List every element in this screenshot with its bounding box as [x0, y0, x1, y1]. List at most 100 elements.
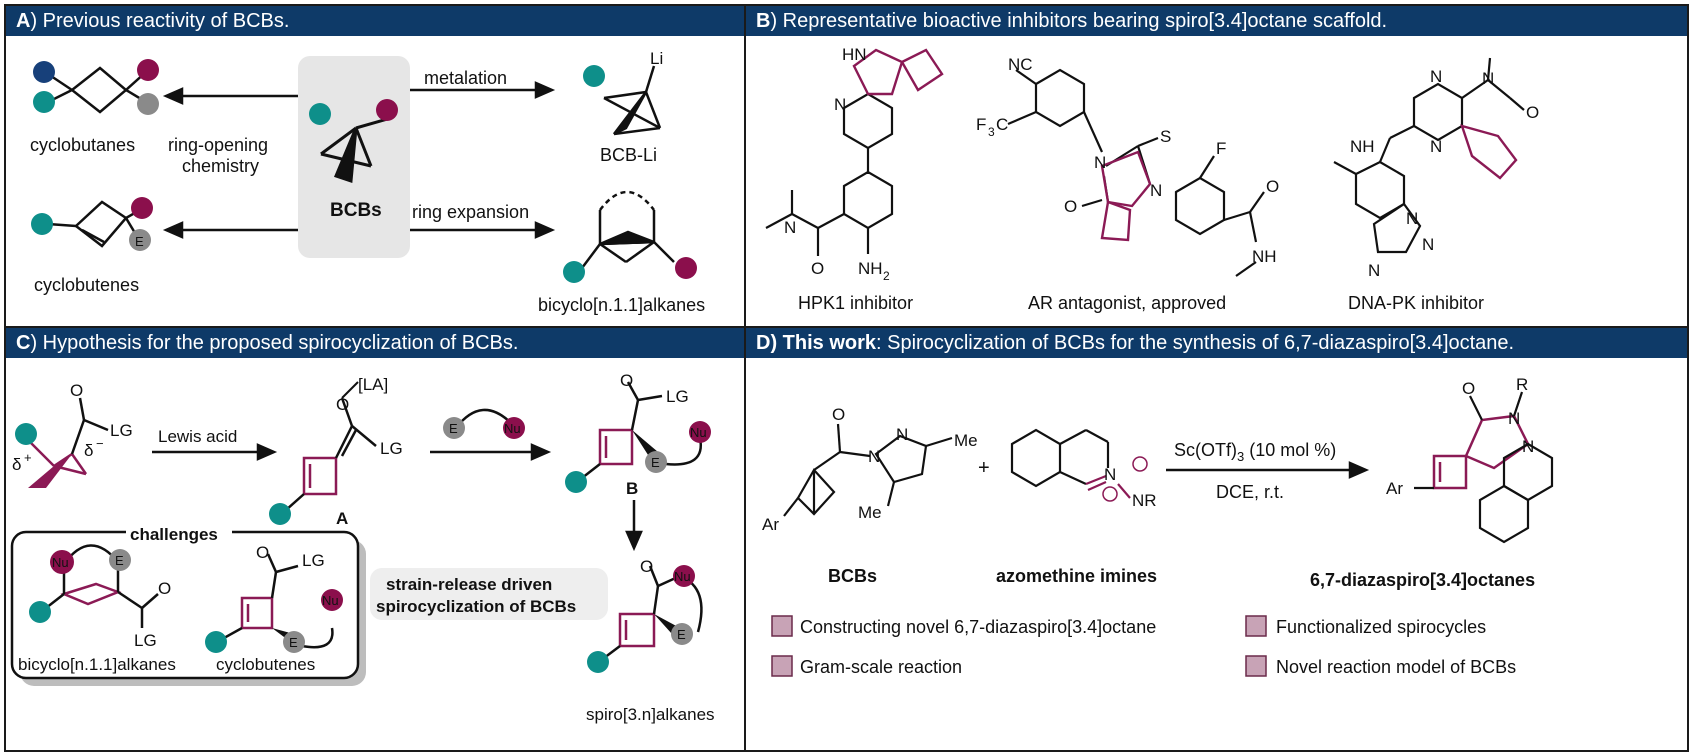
o-atom: O: [70, 381, 83, 400]
n-atom: N: [1508, 409, 1520, 428]
strain-release-box: [370, 568, 608, 620]
n-atom: N: [784, 218, 796, 237]
gray-electrophile-dot: [283, 631, 305, 653]
o-atom: O: [811, 259, 824, 278]
nc-atom: NC: [1008, 55, 1033, 74]
e-atom-label: E: [677, 627, 686, 642]
ar-atom: Ar: [1386, 479, 1403, 498]
e-atom-label: E: [651, 455, 660, 470]
n-atom: N: [834, 95, 846, 114]
ar-spiro-scaffold: [1100, 150, 1152, 242]
n-atom: N: [1422, 235, 1434, 254]
panel-c: C) Hypothesis for the proposed spirocycl…: [4, 326, 746, 752]
bcb-li-structure: [603, 65, 662, 136]
bicyclo-structure: [581, 190, 675, 269]
n-atom: N: [1150, 181, 1162, 200]
bullet-square: [771, 615, 793, 637]
intermediate-a-label: A: [336, 509, 348, 528]
bcb-polarized-structure: [27, 439, 88, 488]
hpk1-structure: [765, 92, 894, 256]
n-atom: N: [1368, 261, 1380, 280]
e-atom-label: E: [449, 421, 458, 436]
strain-release-line-1: strain-release driven: [386, 575, 552, 594]
teal-substituent-dot: [269, 503, 291, 525]
panel-a: A) Previous reactivity of BCBs. BCBs rin…: [4, 4, 746, 328]
lg-label: LG: [666, 387, 689, 406]
teal-substituent-dot: [205, 631, 227, 653]
maroon-substituent-dot: [675, 257, 697, 279]
cyclobutene-structure: [47, 200, 141, 248]
navy-substituent-dot: [33, 61, 55, 83]
hn-atom: HN: [842, 45, 867, 64]
teal-substituent-dot: [309, 103, 331, 125]
f3c-atom: F: [976, 115, 986, 134]
challenges-label: challenges: [130, 525, 218, 544]
ring-opening-label: ring-opening: [168, 135, 268, 155]
bcb-li-label: BCB-Li: [600, 145, 657, 165]
maroon-nucleophile-dot: [321, 589, 343, 611]
product-structure: [1414, 391, 1554, 544]
o-atom: O: [832, 405, 845, 424]
panel-d: D) This work: Spirocyclization of BCBs f…: [744, 326, 1689, 752]
bullet-square: [771, 655, 793, 677]
ar-atom: Ar: [762, 515, 779, 534]
challenge-cyclobutene-structure: [223, 553, 334, 649]
strain-release-line-2: spirocyclization of BCBs: [376, 597, 576, 616]
teal-substituent-dot: [31, 213, 53, 235]
bcbs-label: BCBs: [828, 566, 877, 586]
maroon-nucleophile-dot: [50, 550, 74, 574]
nh-atom: NH: [1252, 247, 1277, 266]
teal-substituent-dot: [33, 91, 55, 113]
maroon-nucleophile-dot: [689, 421, 711, 443]
n-atom: N: [896, 425, 908, 444]
dnapk-spiro-scaffold: [1460, 124, 1518, 180]
teal-substituent-dot: [587, 651, 609, 673]
me-atom: Me: [954, 431, 978, 450]
ring-opening-label-2: chemistry: [182, 156, 259, 176]
teal-substituent-dot: [29, 601, 51, 623]
n-atom: N: [1430, 67, 1442, 86]
gray-electrophile-dot: [129, 229, 151, 251]
gray-electrophile-dot: [671, 623, 693, 645]
bullet-square: [1245, 655, 1267, 677]
o-atom: O: [336, 395, 349, 414]
teal-substituent-dot: [565, 471, 587, 493]
metalation-label: metalation: [424, 68, 507, 88]
panel-b-header: B) Representative bioactive inhibitors b…: [746, 6, 1687, 36]
panel-c-diagram: O LG δ + δ − Lewis acid O: [10, 371, 715, 724]
nu-atom-label: Nu: [674, 569, 691, 584]
maroon-nucleophile-dot: [503, 417, 525, 439]
azomethine-structure: [1010, 428, 1110, 488]
n-atom: N: [1430, 137, 1442, 156]
lg-label: LG: [380, 439, 403, 458]
ar-label: AR antagonist, approved: [1028, 293, 1226, 313]
intermediate-b-label: B: [626, 479, 638, 498]
feature-item: Gram-scale reaction: [800, 657, 962, 677]
ar-antagonist-structure: [1007, 68, 1265, 277]
nu-atom-label: Nu: [52, 555, 69, 570]
nu-atom-label: Nu: [690, 425, 707, 440]
gray-substituent-dot: [137, 93, 159, 115]
bcb-central-structure: [320, 116, 392, 184]
ring-expansion-label: ring expansion: [412, 202, 529, 222]
nu-atom-label: Nu: [504, 421, 521, 436]
nu-atom-label: Nu: [322, 593, 339, 608]
panel-d-header: D) This work: Spirocyclization of BCBs f…: [746, 328, 1687, 358]
bicyclo-label: bicyclo[n.1.1]alkanes: [538, 295, 705, 315]
panel-b-diagram: HN N N O NH 2 HPK1 inhibitor: [765, 45, 1539, 313]
c-atom: C: [996, 115, 1008, 134]
o-atom: O: [1526, 103, 1539, 122]
gray-electrophile-dot: [109, 549, 131, 571]
n-atom: N: [1406, 209, 1418, 228]
conditions-line-1: Sc(OTf)3 (10 mol %): [1174, 440, 1336, 464]
negative-charge-circle: [1132, 456, 1148, 472]
lewis-acid-label: Lewis acid: [158, 427, 237, 446]
n-atom: N: [1522, 437, 1534, 456]
bcbs-center-label: BCBs: [330, 200, 382, 221]
feature-item: Constructing novel 6,7-diazaspiro[3.4]oc…: [800, 617, 1156, 637]
lg-label: LG: [302, 551, 325, 570]
o-atom: O: [1462, 379, 1475, 398]
challenge-bicyclo-label: bicyclo[n.1.1]alkanes: [18, 655, 176, 674]
s-atom: S: [1160, 127, 1171, 146]
positive-charge-circle: [1102, 486, 1118, 502]
